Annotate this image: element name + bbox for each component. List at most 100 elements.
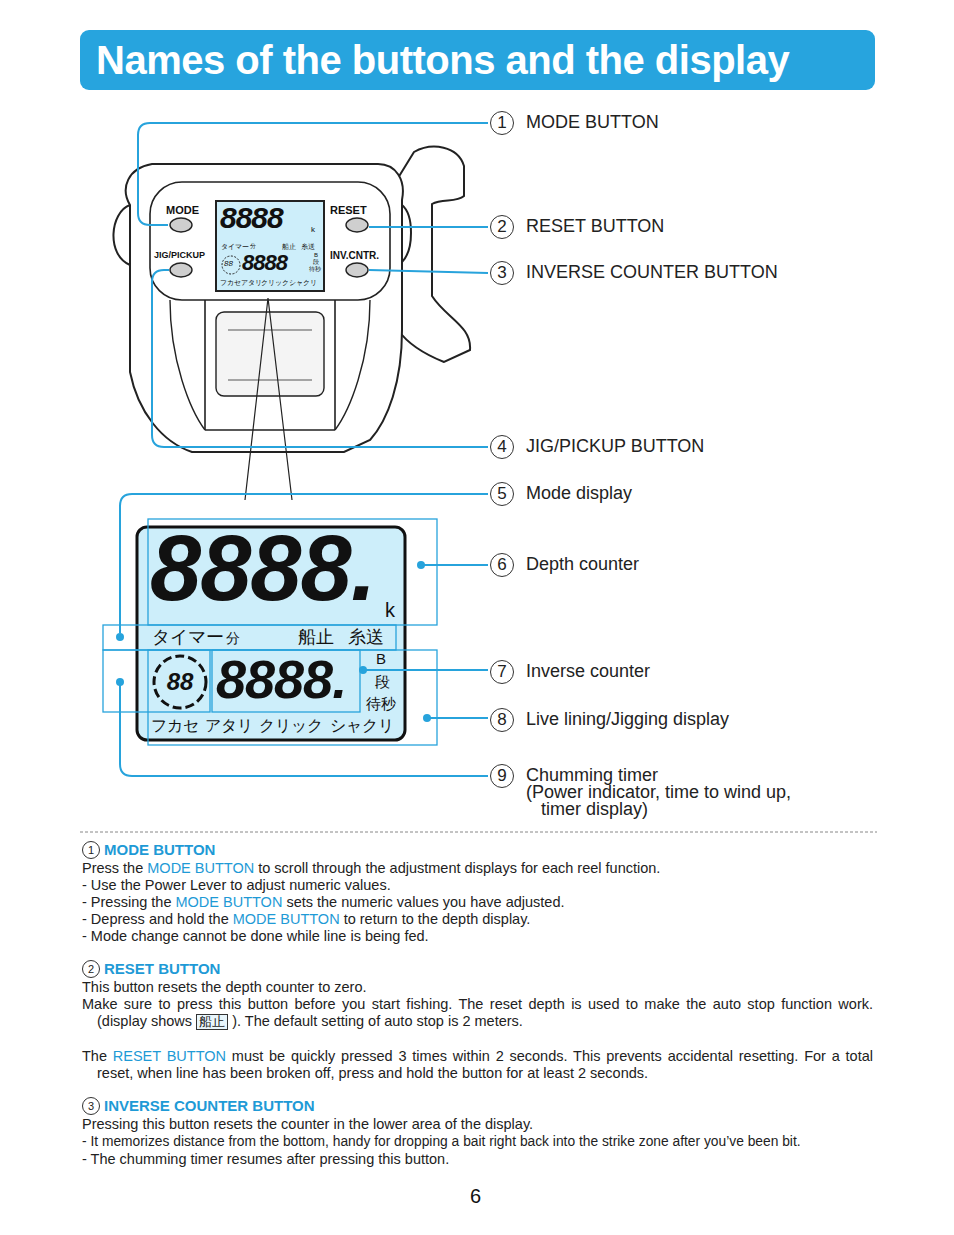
body-text: to scroll through the adjustment display… [258,860,660,876]
callout-number: 4 [490,435,514,459]
lcd-text: 糸送 [348,628,384,646]
body-text: Pressing this button resets the counter … [82,1116,533,1132]
callout: 6 Depth counter [490,553,890,577]
callout: 7 Inverse counter [490,660,890,684]
callout-label: JIG/PICKUP BUTTON [526,438,704,455]
callout-label: RESET BUTTON [526,218,664,235]
callout-number: 7 [490,660,514,684]
lcd-text: k [385,600,395,620]
lcd-text: 糸送 [301,243,315,250]
lcd-text: 88 [224,260,233,268]
body-paragraph: - Depress and hold the MODE BUTTON to re… [82,911,873,928]
illustration-part [359,666,367,674]
callout-note: (Power indicator, time to wind up, timer… [526,784,826,818]
illustration-part [216,201,324,291]
lcd-text: B [376,651,386,666]
callout: 4 JIG/PICKUP BUTTON [490,435,890,459]
illustration-part [148,519,437,625]
illustration-part [120,494,488,633]
callout-label: MODE BUTTON [526,114,659,131]
callout-label: Live lining/Jigging display [526,711,729,728]
callout-number: 6 [490,553,514,577]
lcd-text: 8888 [242,252,287,274]
illustration-part [103,519,437,745]
callout-number: 1 [82,841,100,859]
illustration-part [346,263,368,277]
callout-number: 3 [82,1097,100,1115]
callout: 2RESET BUTTON [490,215,890,239]
body-paragraph: - It memorizes distance from the bottom,… [82,1133,873,1150]
lcd-text: 段 [313,259,319,265]
callout-label: Depth counter [526,556,639,573]
body-text: - Mode change cannot be done while line … [82,928,429,944]
button-label: MODE [166,205,199,216]
illustration-part [398,147,470,362]
lcd-text: 8888. [216,652,346,706]
illustration-part [103,625,396,650]
body-text: - Use the Power Lever to adjust numeric … [82,877,391,893]
callout-number: 5 [490,482,514,506]
illustration-part [423,714,431,722]
illustration-part [113,205,130,265]
illustration-part [116,633,124,641]
button-label: JIG/PICKUP [154,251,205,260]
illustration-part [369,270,488,273]
illustration-part [154,656,206,708]
lcd-text: タイマー [221,243,249,250]
body-paragraph: Make sure to press this button before yo… [82,996,873,1031]
lcd-text: k [311,226,315,234]
lcd-text: アタリ [241,279,262,286]
body-paragraph: This button resets the depth counter to … [82,979,873,996]
illustration-part [170,218,192,232]
lcd-text: 8888 [220,203,283,233]
body-text: RESET BUTTON [113,1048,226,1064]
body-text: ). The default setting of auto stop is 2… [232,1013,523,1029]
callout-label: Chumming timer [526,767,658,784]
illustration-part [245,298,292,500]
lcd-text: タイマー [152,628,224,646]
body-paragraph: - Pressing the MODE BUTTON sets the nume… [82,894,873,911]
body-paragraph: - The chumming timer resumes after press… [82,1151,873,1168]
lcd-text: フカセ [151,718,199,734]
illustration-part [116,678,124,686]
illustration-part [369,226,488,228]
section-heading: 1MODE BUTTON [82,841,482,859]
callout: 5 Mode display [490,482,890,506]
lcd-text: 段 [375,674,390,689]
page-number: 6 [470,1186,481,1206]
lcd-text: フカセ [220,279,241,286]
illustration-part [427,717,488,719]
section-title: RESET BUTTON [104,960,220,978]
body-text: - Depress and hold the [82,911,229,927]
title-band: Names of the buttons and the display [80,30,875,90]
illustration-part [152,270,488,447]
lcd-text: B [314,252,318,258]
body-text: to return to the depth display. [344,911,531,927]
illustration-part [80,832,877,833]
illustration-part [421,564,488,566]
body-text: MODE BUTTON [147,860,254,876]
body-text: Press the [82,860,143,876]
illustration-part [228,330,312,380]
callout-label: Inverse counter [526,663,650,680]
body-paragraph: Pressing this button resets the counter … [82,1116,873,1133]
callout-label: Mode display [526,485,632,502]
lcd-text: 船止 [282,243,296,250]
callout-number: 9 [490,764,514,788]
callout: 8Live lining/Jigging display [490,708,890,732]
section-heading: 2RESET BUTTON [82,960,482,978]
callout: 3INVERSE COUNTER BUTTON [490,261,890,285]
body-text: sets the numeric values you have adjuste… [286,894,564,910]
lcd-text: シャクリ [330,718,394,734]
lcd-text: 船止 [298,628,334,646]
illustration-part [212,650,360,712]
body-text: - Pressing the [82,894,171,910]
illustration-part [148,650,437,745]
callout: 1 MODE BUTTON [490,111,890,135]
callout-number: 1 [490,111,514,135]
section-title: INVERSE COUNTER BUTTON [104,1097,315,1115]
body-text: MODE BUTTON [176,894,283,910]
lcd-text: 待秒 [366,696,396,711]
illustration-part [222,256,240,274]
page-title: Names of the buttons and the display [96,30,789,90]
